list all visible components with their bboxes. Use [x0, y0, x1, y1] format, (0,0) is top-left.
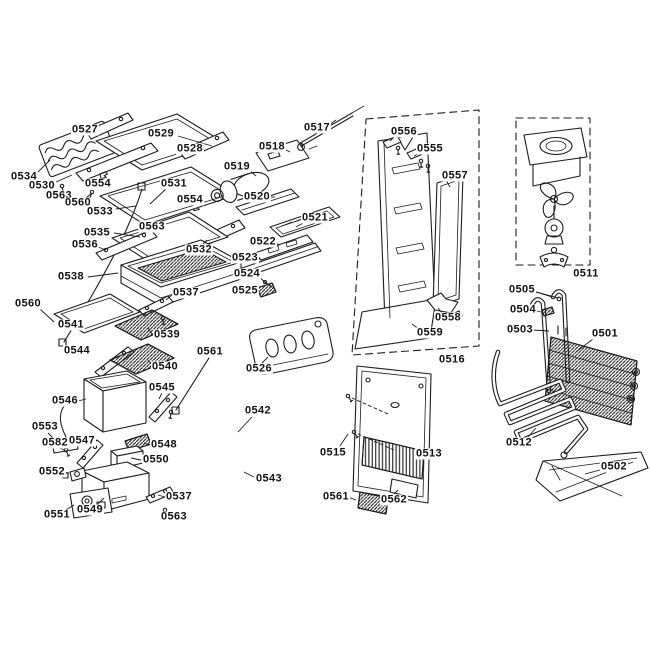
part-label-0559: 0559	[415, 326, 445, 339]
part-label-0542: 0542	[243, 404, 273, 417]
fan-motor	[545, 206, 563, 244]
part-label-0560a: 0560	[63, 196, 93, 209]
fan-assembly-box-0511	[516, 118, 590, 265]
part-label-0551: 0551	[42, 508, 72, 521]
suction-tubes-0503	[532, 291, 568, 391]
part-label-0553: 0553	[30, 420, 60, 433]
part-label-0501: 0501	[590, 327, 620, 340]
back-panel-0557	[433, 175, 463, 307]
part-label-0550: 0550	[141, 453, 171, 466]
part-label-0556: 0556	[389, 125, 419, 138]
part-label-0562: 0562	[379, 493, 409, 506]
fan-blade	[539, 179, 574, 219]
part-label-0563b: 0563	[137, 220, 167, 233]
part-label-0536: 0536	[70, 238, 100, 251]
part-label-0527: 0527	[70, 123, 100, 136]
spring-0525	[257, 283, 276, 297]
part-label-0537a: 0537	[171, 286, 201, 299]
part-label-0516: 0516	[437, 353, 467, 366]
part-label-0554b: 0554	[175, 193, 205, 206]
rear-panel-0513	[352, 366, 431, 503]
part-label-0519: 0519	[222, 160, 252, 173]
part-label-0530: 0530	[27, 179, 57, 192]
part-label-0535: 0535	[82, 226, 112, 239]
spring-0504	[542, 307, 554, 316]
part-label-0503: 0503	[505, 323, 535, 336]
glass-shelf-0533	[100, 167, 236, 225]
part-label-0504: 0504	[508, 303, 538, 316]
part-label-0560b: 0560	[13, 297, 43, 310]
shelf-rail-0545	[149, 392, 177, 422]
freezer-drawer-0546	[84, 371, 146, 432]
duct-panel-0559	[355, 133, 436, 349]
part-label-0518: 0518	[257, 140, 287, 153]
part-label-0521: 0521	[300, 211, 330, 224]
part-label-0517: 0517	[302, 121, 332, 134]
evaporator-0501	[545, 326, 640, 425]
part-label-0538: 0538	[56, 270, 86, 283]
part-label-0561b: 0561	[321, 490, 351, 503]
part-label-0531: 0531	[159, 177, 189, 190]
part-label-0547: 0547	[67, 434, 97, 447]
defrost-heater-0512	[494, 352, 586, 458]
part-label-0554a: 0554	[83, 177, 113, 190]
fan-shroud	[524, 128, 587, 186]
part-label-0552: 0552	[37, 465, 67, 478]
humidity-grid-0539	[115, 310, 178, 340]
rail-0547	[77, 440, 103, 468]
part-label-0532: 0532	[184, 243, 214, 256]
part-label-0529: 0529	[146, 127, 176, 140]
part-label-0557: 0557	[440, 169, 470, 182]
part-label-0522: 0522	[248, 235, 278, 248]
part-label-0546: 0546	[50, 394, 80, 407]
wire-harness-0561	[172, 358, 209, 414]
part-label-0511: 0511	[572, 267, 600, 280]
part-label-0563a: 0563	[44, 189, 74, 202]
part-label-0540: 0540	[150, 360, 180, 373]
part-label-0528: 0528	[175, 142, 205, 155]
part-label-0526: 0526	[244, 362, 274, 375]
part-label-0549: 0549	[75, 503, 105, 516]
part-label-0515: 0515	[318, 446, 348, 459]
drip-tray-0502	[536, 452, 648, 501]
part-label-0545: 0545	[147, 381, 177, 394]
part-label-0513: 0513	[414, 447, 444, 460]
part-label-0537b: 0537	[164, 490, 194, 503]
part-label-0555: 0555	[415, 142, 445, 155]
part-label-0502: 0502	[599, 460, 629, 473]
part-label-0512: 0512	[504, 436, 534, 449]
part-label-0525: 0525	[230, 284, 260, 297]
part-label-0534: 0534	[9, 170, 39, 183]
part-label-0539: 0539	[152, 328, 182, 341]
part-label-0543: 0543	[254, 472, 284, 485]
shelf-rail-0536	[96, 230, 157, 260]
part-label-0544: 0544	[62, 344, 92, 357]
part-label-0523: 0523	[230, 251, 260, 264]
part-label-0563c: 0563	[159, 510, 189, 523]
shelf-rail-0530	[76, 143, 158, 181]
part-label-0524: 0524	[232, 267, 262, 280]
part-label-0505: 0505	[507, 283, 537, 296]
part-label-0533: 0533	[85, 205, 115, 218]
part-label-0582: 0582	[40, 436, 70, 449]
part-label-0541: 0541	[56, 318, 86, 331]
part-label-0520: 0520	[242, 190, 272, 203]
humidity-grid-0540	[110, 344, 174, 374]
fan-mount-bracket	[540, 247, 568, 267]
air-duct-assembly-box-0516	[352, 110, 479, 355]
part-label-0561a: 0561	[195, 345, 225, 358]
part-label-0558: 0558	[433, 311, 463, 324]
part-label-0548: 0548	[149, 438, 179, 451]
